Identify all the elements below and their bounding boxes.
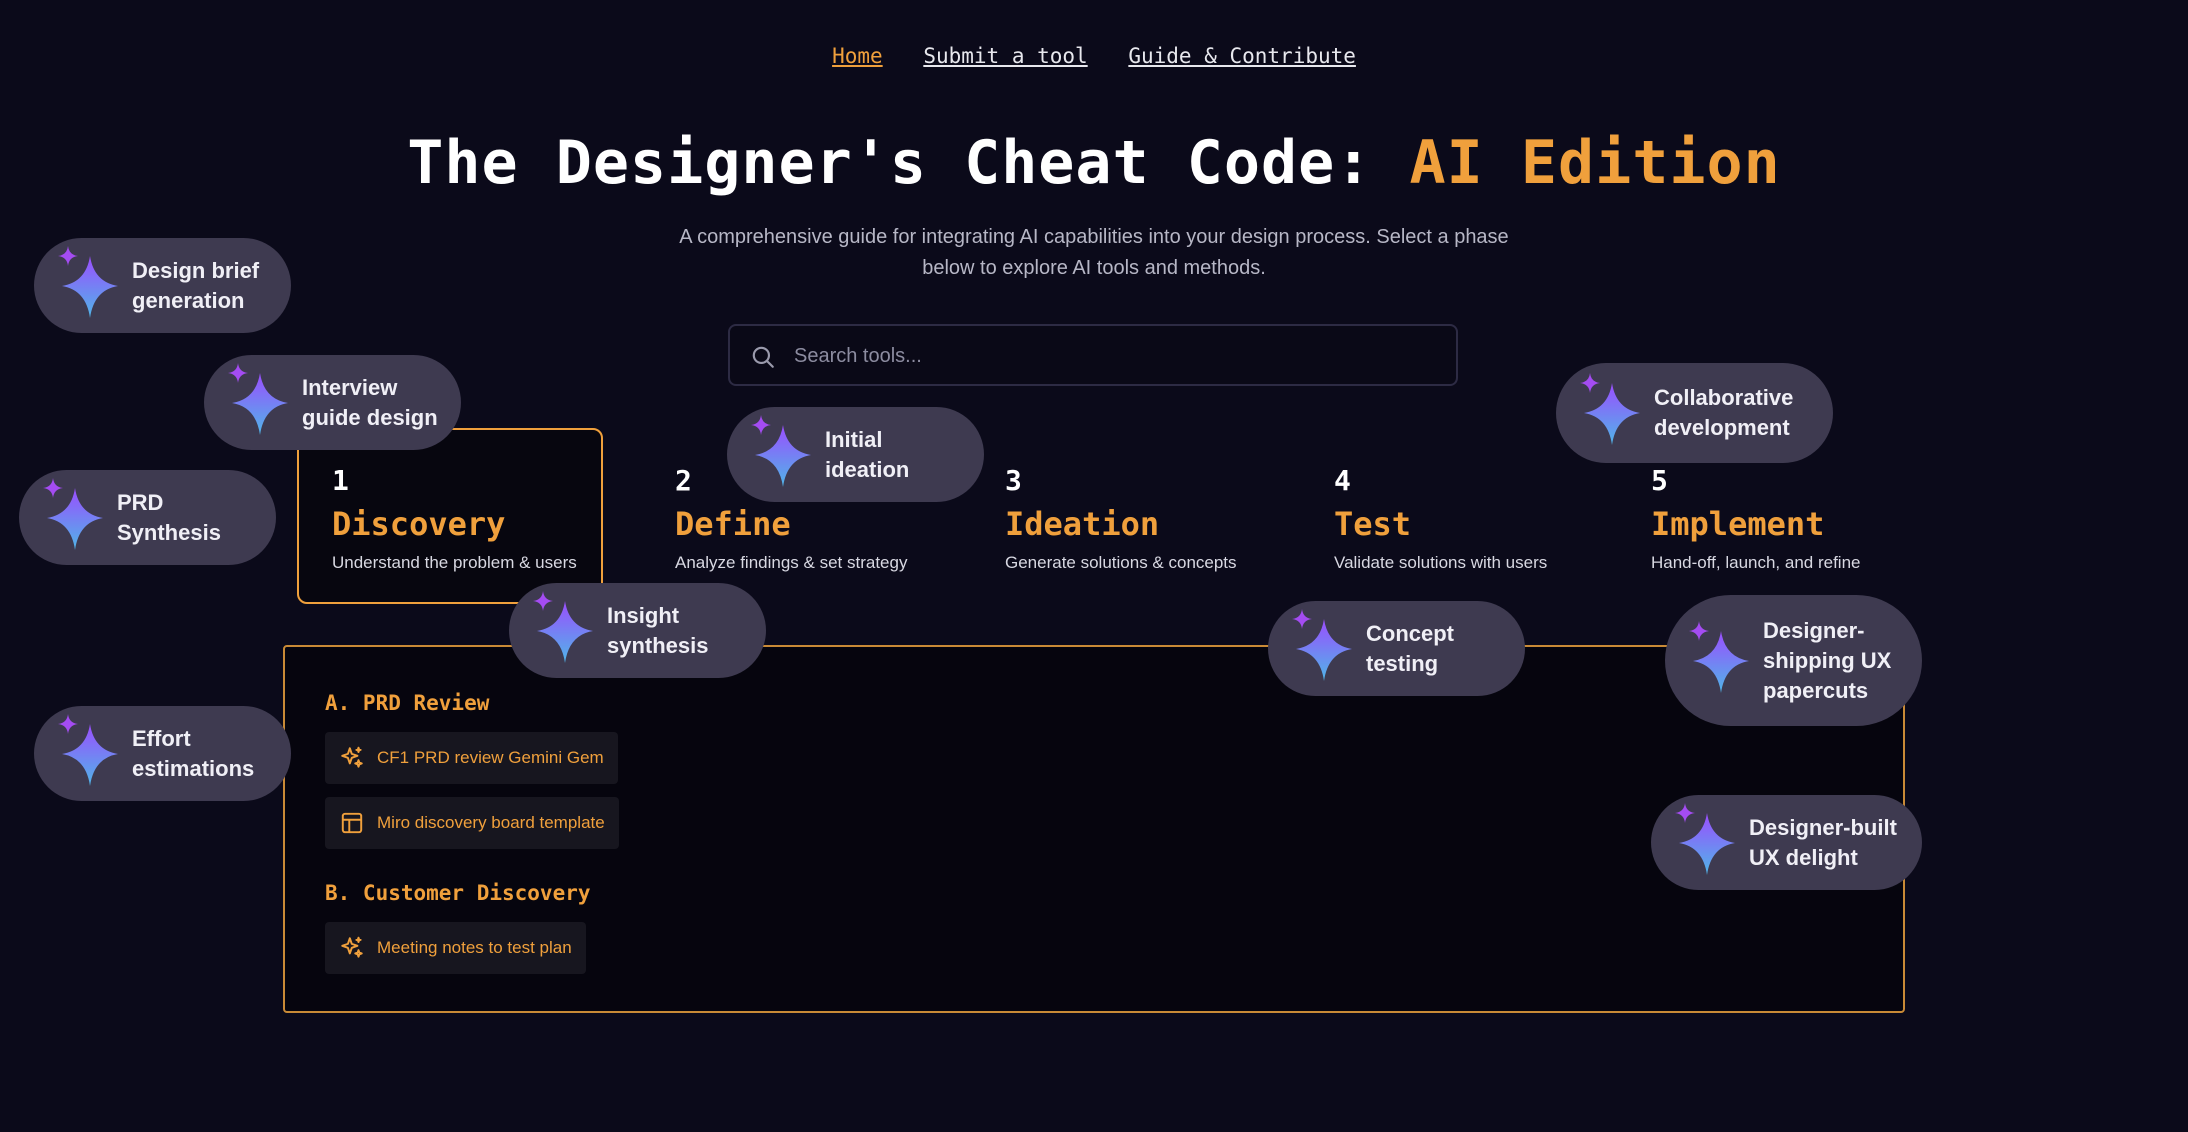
floating-pill-initial-ideation[interactable]: Initial ideation <box>727 407 984 502</box>
phase-number: 5 <box>1651 464 1668 497</box>
floating-pill-concept-testing[interactable]: Concept testing <box>1268 601 1525 696</box>
pill-label: Effort estimations <box>132 725 255 781</box>
pill-label: Design brief generation <box>132 257 260 313</box>
tool-card[interactable]: CF1 PRD review Gemini Gem <box>325 732 618 784</box>
tool-card[interactable]: Meeting notes to test plan <box>325 922 586 974</box>
pill-label: Insight synthesis <box>607 602 709 658</box>
page-title: The Designer's Cheat Code: AI Edition <box>0 128 2188 198</box>
phase-tab-ideation[interactable]: 3 Ideation Generate solutions & concepts <box>1005 428 1237 573</box>
nav-submit-link[interactable]: Submit a tool <box>923 44 1088 68</box>
layout-template-icon <box>341 812 363 834</box>
phase-name: Implement <box>1651 505 1825 543</box>
phase-number: 1 <box>332 464 349 497</box>
floating-pill-ux-delight[interactable]: Designer-built UX delight <box>1651 795 1922 890</box>
pill-label: PRD Synthesis <box>117 489 221 545</box>
ai-sparkle-icon <box>228 362 288 435</box>
floating-pill-interview-guide[interactable]: Interview guide design <box>204 355 461 450</box>
pill-label: Interview guide design <box>302 374 438 430</box>
phase-tab-discovery[interactable]: 1 Discovery Understand the problem & use… <box>297 428 603 604</box>
floating-pill-effort-estimations[interactable]: Effort estimations <box>34 706 291 801</box>
top-nav: Home Submit a tool Guide & Contribute <box>0 44 2188 68</box>
phase-name: Define <box>675 505 791 543</box>
phase-name: Discovery <box>332 505 506 543</box>
ai-sparkle-icon <box>58 713 118 786</box>
nav-home-link[interactable]: Home <box>832 44 883 68</box>
page-title-main: The Designer's Cheat Code: <box>407 128 1410 198</box>
section-title: A. PRD Review <box>325 691 490 715</box>
sparkle-icon <box>341 746 363 768</box>
phase-tab-test[interactable]: 4 Test Validate solutions with users <box>1334 428 1547 573</box>
ai-sparkle-icon <box>1689 620 1749 693</box>
ai-sparkle-icon <box>1292 608 1352 681</box>
ai-sparkle-icon <box>1675 802 1735 875</box>
pill-label: Designer-shipping UX papercuts <box>1763 617 1892 703</box>
search-icon <box>752 346 774 368</box>
phase-name: Test <box>1334 505 1412 543</box>
phase-name: Ideation <box>1005 505 1160 543</box>
phase-description: Hand-off, launch, and refine <box>1651 553 1861 572</box>
search-box[interactable] <box>728 324 1458 386</box>
phase-content-panel: A. PRD Review CF1 PRD review Gemini Gem … <box>283 645 1905 1013</box>
floating-pill-insight-synthesis[interactable]: Insight synthesis <box>509 583 766 678</box>
phase-number: 4 <box>1334 464 1351 497</box>
ai-sparkle-icon <box>1580 373 1640 445</box>
tool-card[interactable]: Miro discovery board template <box>325 797 619 849</box>
phase-description: Validate solutions with users <box>1334 553 1548 572</box>
floating-pill-design-brief[interactable]: Design brief generation <box>34 238 291 333</box>
phase-description: Generate solutions & concepts <box>1005 553 1237 572</box>
floating-pill-ux-papercuts[interactable]: Designer-shipping UX papercuts <box>1665 595 1922 726</box>
phase-number: 2 <box>675 464 692 497</box>
search-input[interactable] <box>792 326 1436 386</box>
nav-guide-link[interactable]: Guide & Contribute <box>1128 44 1356 68</box>
sparkle-icon <box>341 936 363 958</box>
ai-sparkle-icon <box>58 245 118 318</box>
ai-sparkle-icon <box>43 477 103 550</box>
tool-label: Miro discovery board template <box>377 813 605 832</box>
ai-sparkle-icon <box>533 590 593 663</box>
pill-label: Concept testing <box>1366 620 1454 676</box>
section-title: B. Customer Discovery <box>325 881 591 905</box>
floating-pill-collaborative-development[interactable]: Collaborative development <box>1556 363 1833 463</box>
phase-tab-implement[interactable]: 5 Implement Hand-off, launch, and refine <box>1651 428 1861 573</box>
phase-description: Understand the problem & users <box>332 553 577 572</box>
floating-pill-prd-synthesis[interactable]: PRD Synthesis <box>19 470 276 565</box>
phase-description: Analyze findings & set strategy <box>675 553 908 572</box>
tool-label: Meeting notes to test plan <box>377 938 572 957</box>
ai-sparkle-icon <box>751 414 811 487</box>
pill-label: Collaborative development <box>1654 385 1794 440</box>
page-subtitle: A comprehensive guide for integrating AI… <box>679 226 1509 279</box>
pill-label: Designer-built UX delight <box>1749 814 1897 870</box>
phase-number: 3 <box>1005 464 1022 497</box>
page-title-accent: AI Edition <box>1409 128 1781 198</box>
pill-label: Initial ideation <box>825 426 910 482</box>
tool-label: CF1 PRD review Gemini Gem <box>377 748 604 767</box>
phase-tab-define[interactable]: 2 Define Analyze findings & set strategy <box>675 428 907 573</box>
